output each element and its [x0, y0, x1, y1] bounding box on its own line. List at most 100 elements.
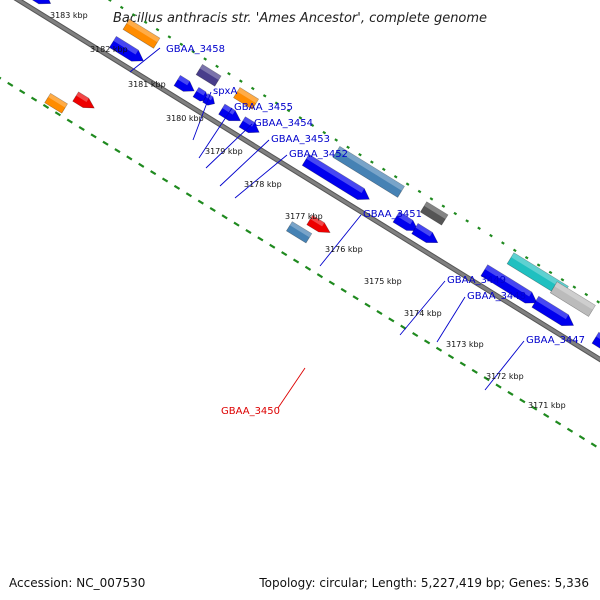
outer-tick: [596, 300, 600, 304]
cds-feature: [173, 74, 195, 92]
cds-feature-shade: [415, 223, 433, 237]
inner-tick: [7, 81, 14, 87]
inner-tick: [459, 361, 466, 367]
outer-tick: [274, 101, 279, 105]
outer-tick: [370, 160, 374, 164]
inner-tick: [531, 405, 538, 411]
orange-feature-shade: [237, 87, 259, 104]
inner-tick: [126, 155, 133, 161]
inner-tick: [78, 126, 85, 132]
inner-tick: [578, 435, 586, 441]
outer-tick: [405, 182, 410, 186]
red-feature: [72, 91, 95, 109]
inner-tick: [364, 302, 371, 308]
outer-tick: [310, 123, 315, 127]
outer-tick: [536, 263, 541, 267]
leader-line: [219, 139, 270, 187]
outer-tick-track: [108, 0, 600, 304]
cds-feature: [392, 211, 419, 232]
cds-feature: [411, 222, 439, 244]
leader-line: [198, 107, 233, 159]
backbone-line: [13, 0, 600, 363]
orange-feature: [233, 87, 260, 110]
inner-tick: [566, 427, 574, 433]
gene-label: GBAA_3453: [271, 134, 330, 145]
inner-tick: [269, 243, 276, 249]
gene-label: GBAA_3454: [254, 118, 313, 129]
inner-tick: [281, 251, 288, 257]
inner-tick: [304, 265, 312, 271]
kbp-label: 3178 kbp: [244, 180, 282, 189]
outer-tick: [298, 116, 303, 120]
cds-feature: [591, 331, 600, 349]
inner-tick: [543, 412, 550, 419]
inner-tick: [19, 89, 26, 95]
gbaa-3450-feature-shade: [310, 215, 325, 227]
gene-label: GBAA_3455: [234, 102, 293, 113]
inner-tick: [150, 170, 157, 176]
inner-tick: [435, 346, 443, 352]
inner-tick: [423, 339, 431, 345]
inner-tick: [590, 442, 597, 448]
kbp-label: 3180 kbp: [166, 114, 204, 123]
inner-tick: [495, 383, 502, 389]
inner-tick: [388, 317, 395, 323]
cds-feature: [301, 153, 370, 200]
inner-tick: [185, 192, 193, 198]
outer-tick: [453, 211, 458, 216]
leader-line: [484, 340, 525, 391]
gbaa-3450-feature-shade: [289, 221, 312, 238]
kbp-label: 3183 kbp: [50, 11, 88, 20]
inner-tick: [161, 177, 169, 183]
gray-feature-shade: [554, 281, 596, 310]
outer-tick: [477, 226, 481, 230]
inner-tick: [54, 111, 62, 117]
kbp-label: 3176 kbp: [325, 245, 363, 254]
map-title: Bacillus anthracis str. 'Ames Ancestor',…: [113, 11, 487, 26]
gene-label: GBAA_3449: [447, 275, 506, 286]
leader-line: [319, 214, 362, 267]
inner-tick: [245, 229, 252, 235]
cds-feature: [531, 295, 575, 327]
inner-tick: [30, 96, 38, 102]
cds-feature-shade: [536, 296, 569, 320]
inner-tick: [328, 280, 335, 286]
spxa-feature-shade: [199, 64, 222, 80]
inner-tick: [471, 368, 478, 374]
gene-label: GBAA_3447: [526, 335, 585, 346]
outer-tick: [286, 108, 291, 113]
outer-tick: [584, 292, 589, 297]
kbp-label: 3177 kbp: [285, 212, 323, 221]
gbaa-3449-feature-shade: [424, 201, 448, 219]
outer-tick: [548, 270, 553, 275]
gene-label: GBAA_3448: [467, 291, 526, 302]
orange-feature-shade: [48, 93, 68, 108]
kbp-label: 3181 kbp: [128, 80, 166, 89]
outer-tick: [381, 167, 386, 172]
outer-tick: [203, 57, 208, 61]
gene-name-labels: GBAA_3458spxAGBAA_3455GBAA_3454GBAA_3453…: [166, 44, 585, 417]
inner-tick: [90, 133, 97, 139]
outer-tick: [250, 86, 255, 91]
cds-feature: [31, 0, 52, 5]
backbone-line-highlight: [15, 0, 600, 362]
gbaa-3449-feature: [419, 201, 449, 226]
kbp-label: 3171 kbp: [528, 401, 566, 410]
genome-summary-text: Topology: circular; Length: 5,227,419 bp…: [258, 576, 589, 590]
outer-tick: [108, 0, 112, 2]
cds-feature-shade: [113, 36, 139, 55]
leader-line: [205, 123, 253, 169]
inner-tick: [66, 118, 73, 124]
outer-tick: [215, 64, 219, 69]
orange-feature: [122, 18, 161, 49]
outer-tick: [191, 49, 196, 54]
inner-tick: [138, 162, 145, 168]
leader-line: [436, 296, 466, 343]
outer-tick: [334, 138, 339, 142]
inner-tick: [221, 214, 228, 220]
leader-line: [399, 280, 446, 336]
gray-feature: [549, 281, 596, 317]
kbp-label: 3182 kbp: [90, 45, 128, 54]
